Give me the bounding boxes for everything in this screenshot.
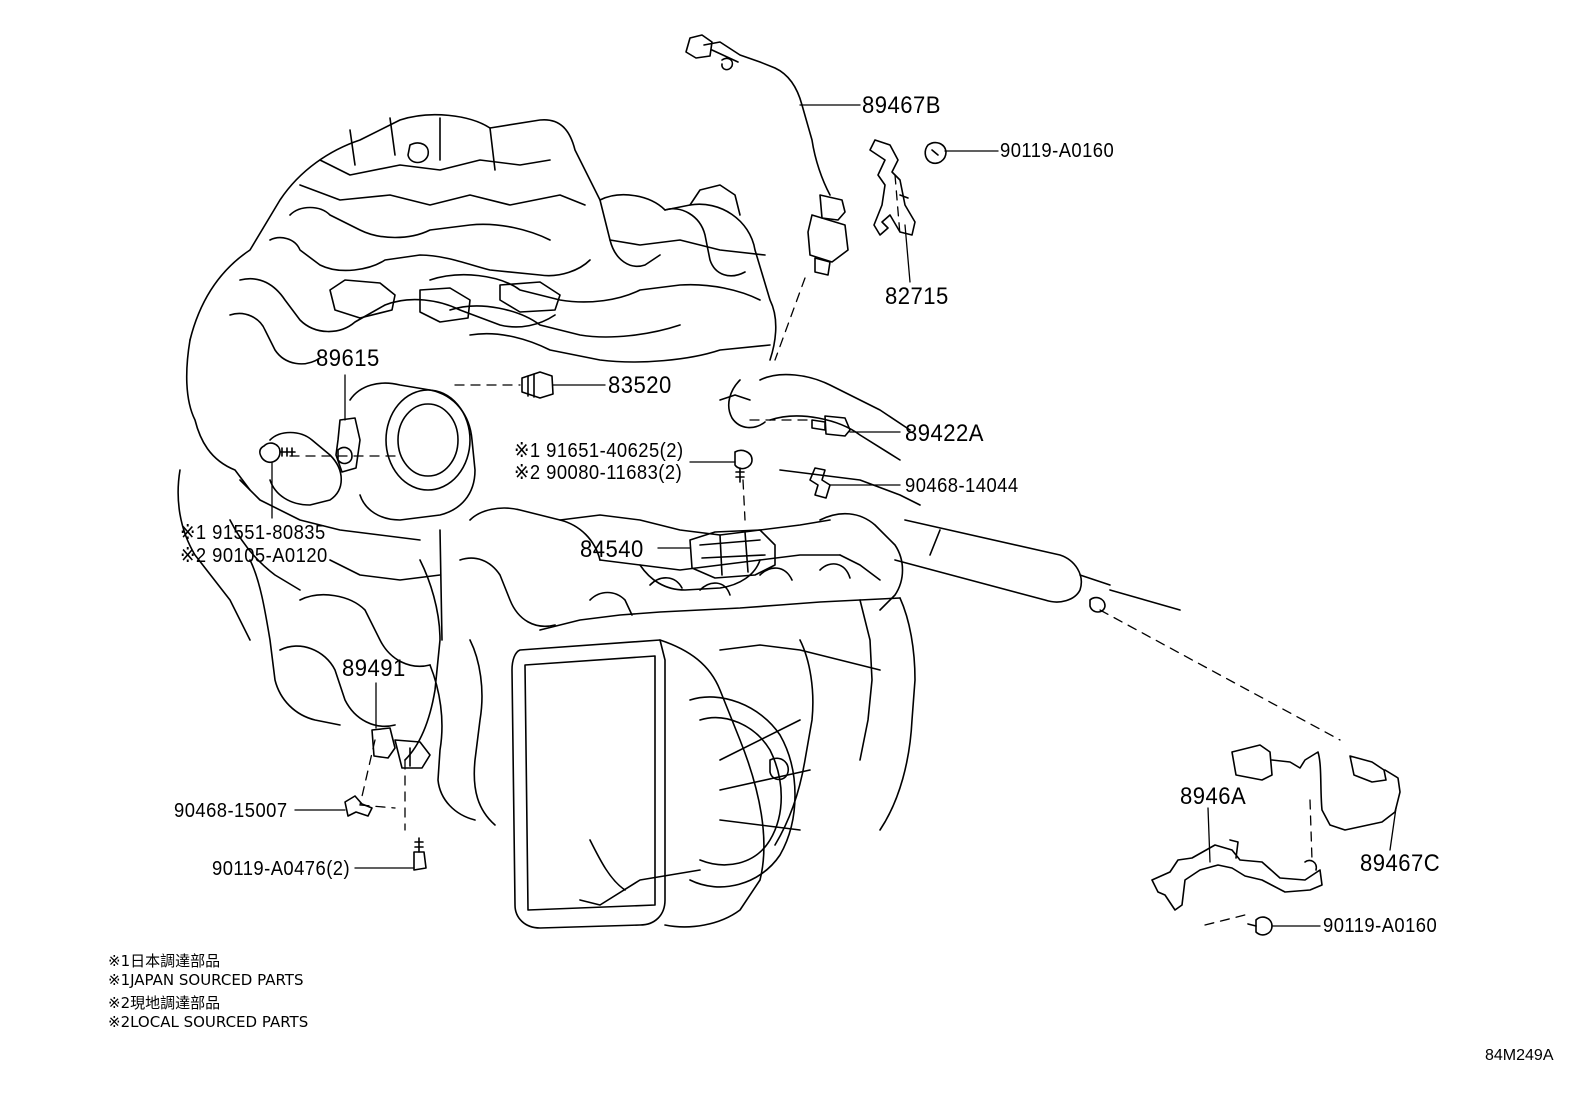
callout-89615: 89615 (316, 345, 380, 372)
part-8946A-bracket (1152, 840, 1322, 910)
callout-90119-A0160-top: 90119-A0160 (1000, 140, 1115, 162)
engine-block-outline (187, 115, 776, 490)
callout-90468-14044: 90468-14044 (905, 475, 1019, 497)
callout-89422A: 89422A (905, 420, 984, 447)
callout-89467B: 89467B (862, 92, 941, 119)
callout-91651-40625: ※1 91651-40625(2) (514, 440, 684, 462)
part-89422A-sensor (812, 416, 850, 436)
part-83520-switch (522, 372, 553, 398)
callout-90468-15007: 90468-15007 (174, 800, 288, 822)
drive-shaft (720, 375, 1180, 612)
timing-cover-outline (178, 383, 475, 640)
part-90468-15007-clip (345, 796, 372, 816)
part-89467B-o2-sensor (686, 35, 848, 275)
callout-90105-A0120: ※2 90105-A0120 (180, 545, 328, 567)
callout-84540: 84540 (580, 536, 644, 563)
dashed-guide-lines (290, 175, 1340, 925)
part-bolt-90119-A0160-top (925, 143, 946, 164)
legend-note-1-jp: ※1日本調達部品 (108, 952, 221, 970)
diagram-code: 84M249A (1485, 1047, 1554, 1064)
legend-note-1-en: ※1JAPAN SOURCED PARTS (108, 971, 304, 989)
transaxle-side-cover (512, 640, 880, 928)
transaxle-case-outline (430, 508, 915, 830)
callout-90119-A0160-bottom: 90119-A0160 (1323, 915, 1438, 937)
part-90468-14044-clip (810, 468, 830, 498)
part-89615-sensor (336, 418, 360, 472)
part-bolt-90119-A0160-bottom (1248, 917, 1272, 935)
part-82715-bracket (870, 140, 915, 235)
callout-90080-11683: ※2 90080-11683(2) (514, 462, 683, 484)
part-bolt-91551-90105 (260, 443, 295, 462)
part-84540-switch (690, 530, 775, 578)
callout-8946A: 8946A (1180, 783, 1247, 810)
part-89491-sensor (372, 728, 430, 768)
callout-89491: 89491 (342, 655, 406, 682)
leader-lines (272, 105, 1396, 926)
callout-90119-A0476: 90119-A0476(2) (212, 858, 351, 880)
part-bolt-91651-90080 (735, 450, 752, 482)
part-bolt-90119-A0476 (414, 838, 426, 870)
callout-89467C: 89467C (1360, 850, 1441, 877)
part-89467C-o2-sensor (1232, 745, 1400, 830)
legend-note-2-en: ※2LOCAL SOURCED PARTS (108, 1013, 309, 1031)
callout-82715: 82715 (885, 283, 949, 310)
legend-note-2-jp: ※2現地調達部品 (108, 994, 221, 1012)
callout-83520: 83520 (608, 372, 672, 399)
callout-91551-80835: ※1 91551-80835 (180, 522, 326, 544)
